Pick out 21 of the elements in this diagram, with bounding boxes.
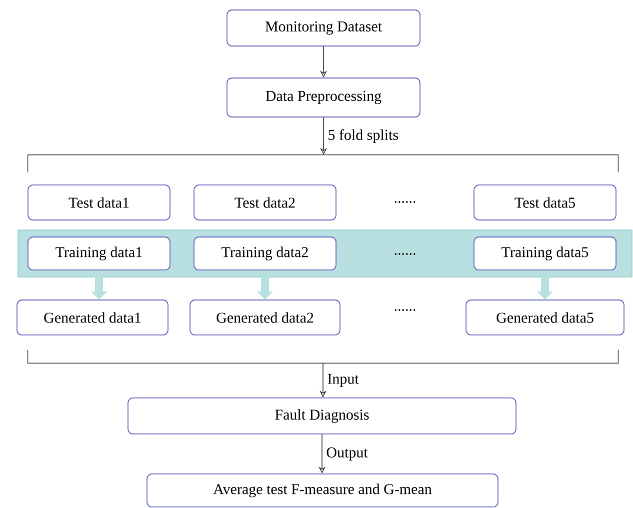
bracket [27, 349, 619, 364]
process-box: Average test F-measure and G-mean [146, 474, 498, 508]
ellipsis-label: ...... [394, 201, 416, 203]
process-box: Fault Diagnosis [128, 398, 516, 434]
process-box: Test data2 [194, 184, 336, 220]
process-box: Test data5 [474, 184, 616, 220]
edge-label: Output [326, 447, 368, 461]
process-box: Generated data5 [466, 300, 624, 336]
edge-label: 5 fold splits [328, 129, 398, 143]
process-box: Training data1 [28, 236, 170, 270]
process-box: Data Preprocessing [226, 78, 420, 118]
process-box: Test data1 [28, 184, 170, 220]
process-box: Generated data1 [16, 300, 168, 336]
bracket [27, 154, 619, 173]
process-box: Generated data2 [190, 300, 340, 336]
edge-label: Input [328, 374, 359, 387]
ellipsis-label: ...... [394, 309, 416, 311]
ellipsis-label: ...... [394, 253, 416, 255]
process-box: Training data5 [474, 236, 616, 270]
process-box: Training data2 [194, 236, 336, 270]
process-box: Monitoring Dataset [226, 10, 420, 46]
